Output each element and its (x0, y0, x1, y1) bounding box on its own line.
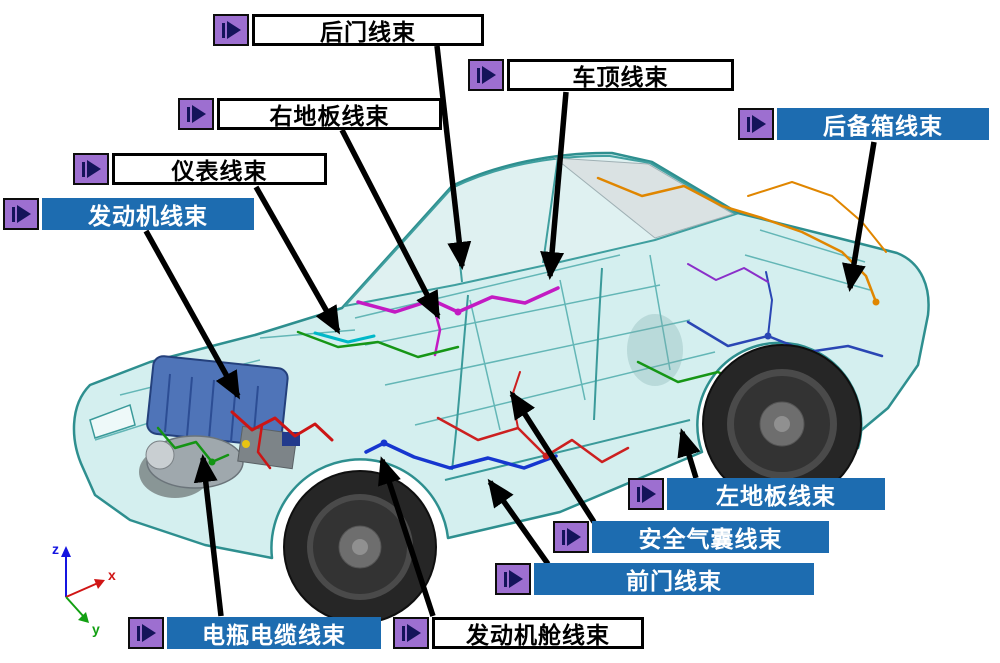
label-text: 电瓶电缆线束 (167, 617, 381, 649)
label-instrument-panel-harness: 仪表线束 (73, 152, 327, 186)
arrow-right-floor (339, 128, 441, 320)
harness-wires (156, 176, 887, 470)
label-text: 前门线束 (534, 563, 814, 595)
label-right-floor-harness: 右地板线束 (178, 97, 442, 131)
label-engine-harness: 发动机线束 (3, 197, 254, 231)
play-icon[interactable] (495, 563, 531, 595)
play-icon[interactable] (213, 14, 249, 46)
label-rear-door-harness: 后门线束 (213, 13, 484, 47)
play-icon[interactable] (553, 521, 589, 553)
arrow-airbag (509, 390, 597, 524)
label-airbag-harness: 安全气囊线束 (553, 520, 829, 554)
label-text: 发动机舱线束 (432, 617, 644, 649)
label-front-door-harness: 前门线束 (495, 562, 814, 596)
arrow-rear-door (434, 45, 472, 270)
label-text: 右地板线束 (217, 98, 442, 130)
axis-z-label: z (52, 541, 59, 557)
rear-wheel (702, 344, 862, 504)
play-icon[interactable] (73, 153, 109, 185)
arrow-instrument-panel (253, 185, 341, 335)
arrow-engine-bay (378, 456, 436, 617)
label-left-floor-harness: 左地板线束 (628, 477, 885, 511)
play-icon[interactable] (3, 198, 39, 230)
label-trunk-harness: 后备箱线束 (738, 107, 989, 141)
label-text: 后备箱线束 (777, 108, 989, 140)
play-icon[interactable] (178, 98, 214, 130)
arrow-engine (143, 229, 241, 400)
label-text: 左地板线束 (667, 478, 885, 510)
label-engine-bay-harness: 发动机舱线束 (393, 616, 644, 650)
arrow-left-floor (677, 428, 701, 479)
axis-y-label: y (92, 621, 100, 637)
label-roof-harness: 车顶线束 (468, 58, 734, 92)
arrow-battery-cable (193, 454, 224, 617)
play-icon[interactable] (738, 108, 774, 140)
label-text: 仪表线束 (112, 153, 327, 185)
callout-arrows (143, 45, 877, 617)
arrow-trunk (842, 141, 877, 292)
play-icon[interactable] (128, 617, 164, 649)
axis-triad: z x y (52, 541, 116, 637)
label-text: 车顶线束 (507, 59, 734, 91)
arrow-roof (540, 91, 569, 280)
label-battery-cable-harness: 电瓶电缆线束 (128, 616, 381, 650)
label-text: 发动机线束 (42, 198, 254, 230)
axis-x-label: x (108, 567, 116, 583)
arrow-front-door (487, 478, 551, 566)
play-icon[interactable] (393, 617, 429, 649)
label-text: 后门线束 (252, 14, 484, 46)
play-icon[interactable] (468, 59, 504, 91)
label-text: 安全气囊线束 (592, 521, 829, 553)
play-icon[interactable] (628, 478, 664, 510)
